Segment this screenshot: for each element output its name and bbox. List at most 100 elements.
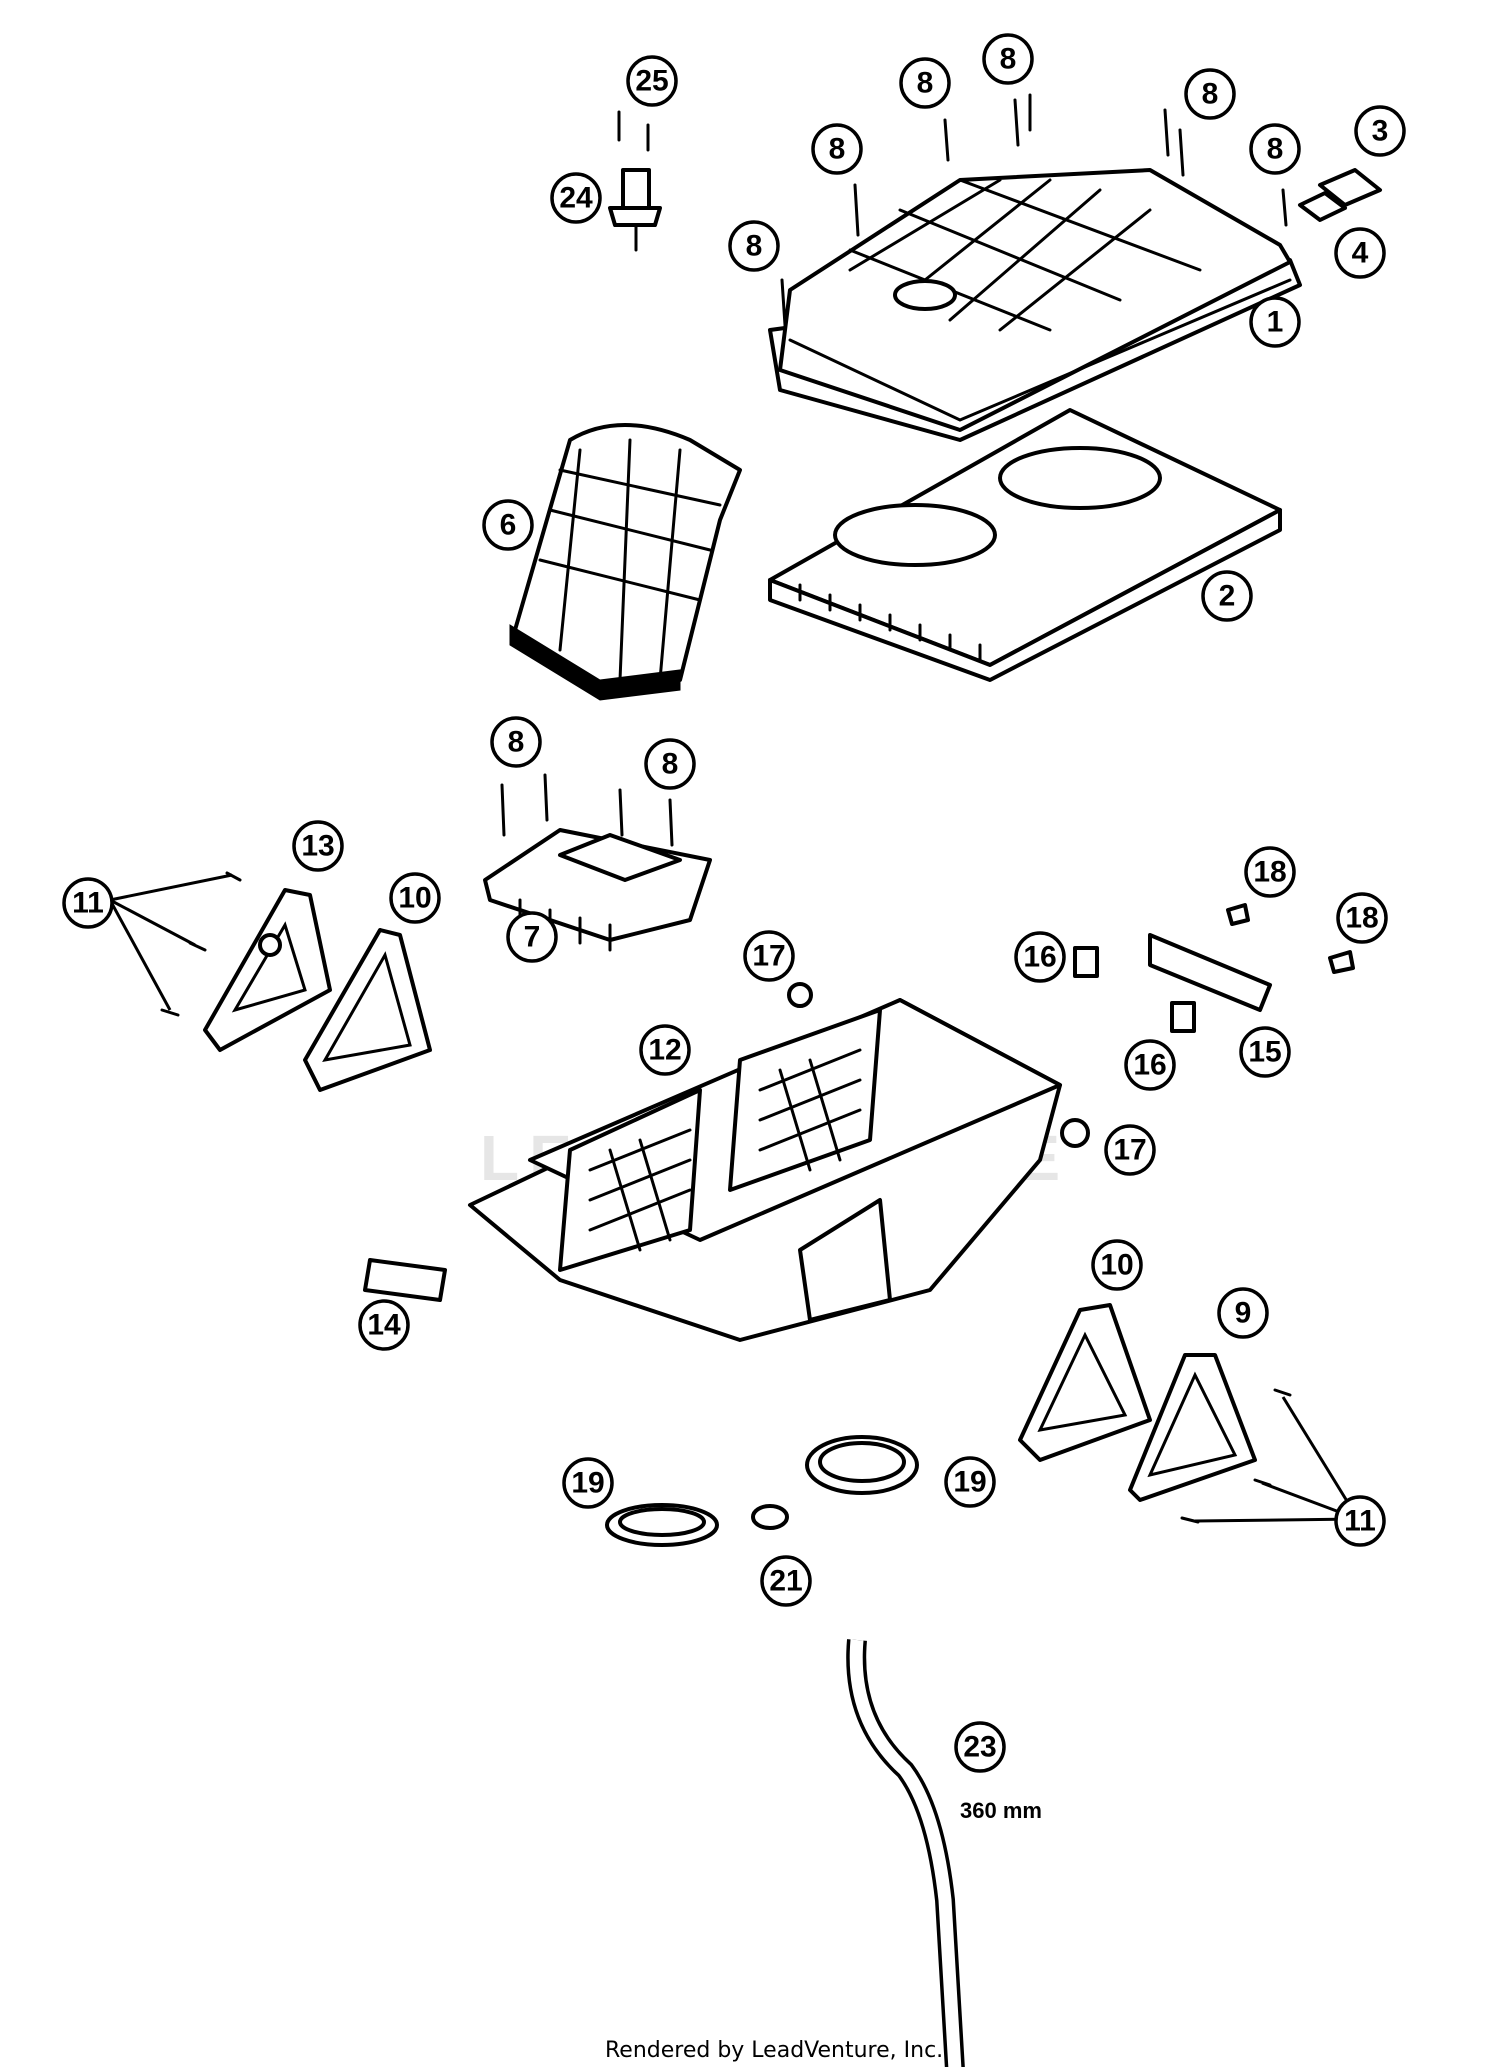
svg-text:17: 17 (752, 940, 785, 973)
callout-21: 21 (760, 1555, 812, 1607)
callout-8h: 8 (644, 738, 696, 790)
svg-text:8: 8 (829, 133, 846, 166)
carb-flange (483, 828, 712, 952)
leader-lines (108, 873, 1360, 1523)
callout-18b: 18 (1336, 892, 1388, 944)
screws-11 (160, 871, 1292, 1524)
callout-15: 15 (1239, 1026, 1291, 1078)
gasket-left (303, 928, 432, 1092)
callout-2: 2 (1201, 570, 1253, 622)
svg-text:8: 8 (746, 230, 763, 263)
callout-6: 6 (482, 499, 534, 551)
air-filter (768, 408, 1282, 682)
callout-18a: 18 (1244, 846, 1296, 898)
svg-text:16: 16 (1133, 1049, 1166, 1082)
callout-16b: 16 (1124, 1039, 1176, 1091)
airbox-housing (468, 998, 1062, 1342)
callout-8b: 8 (811, 123, 863, 175)
callout-3: 3 (1354, 105, 1406, 157)
svg-text:10: 10 (1100, 1249, 1133, 1282)
callout-10b: 10 (1091, 1239, 1143, 1291)
svg-text:9: 9 (1235, 1297, 1252, 1330)
svg-text:6: 6 (500, 509, 517, 542)
svg-text:19: 19 (953, 1466, 986, 1499)
callout-23: 23 (954, 1721, 1006, 1773)
gasket-right (1018, 1303, 1152, 1462)
callout-8f: 8 (1249, 123, 1301, 175)
svg-text:17: 17 (1113, 1134, 1146, 1167)
airbox-cover (768, 168, 1302, 442)
callout-17a: 17 (743, 930, 795, 982)
svg-text:1: 1 (1267, 306, 1284, 339)
callout-11b: 11 (1334, 1495, 1386, 1547)
svg-text:23: 23 (963, 1731, 996, 1764)
bracket-15 (1148, 933, 1272, 1012)
callout-19b: 19 (944, 1456, 996, 1508)
callout-25: 25 (626, 55, 678, 107)
svg-text:14: 14 (367, 1309, 401, 1342)
screws-8 (500, 93, 1288, 847)
side-cover-left (203, 888, 332, 1052)
grommet-17b (1060, 1118, 1090, 1148)
footer-credit: Rendered by LeadVenture, Inc. (605, 2038, 943, 2063)
svg-text:2: 2 (1219, 580, 1236, 613)
callout-14: 14 (358, 1299, 410, 1351)
callout-9: 9 (1217, 1287, 1269, 1339)
svg-text:19: 19 (571, 1467, 604, 1500)
seal-19-left (605, 1503, 719, 1547)
callout-11a: 11 (62, 877, 114, 929)
grommet-17a (787, 982, 813, 1008)
svg-text:8: 8 (1000, 43, 1017, 76)
gasket-4 (1298, 191, 1347, 222)
svg-text:15: 15 (1248, 1036, 1281, 1069)
callout-4: 4 (1334, 227, 1386, 279)
callout-8c: 8 (899, 57, 951, 109)
svg-text:8: 8 (662, 748, 679, 781)
svg-text:13: 13 (301, 830, 334, 863)
svg-text:8: 8 (1202, 78, 1219, 111)
screw-18b (1328, 950, 1355, 974)
svg-text:18: 18 (1345, 902, 1378, 935)
svg-text:24: 24 (559, 182, 593, 215)
svg-text:12: 12 (648, 1034, 681, 1067)
callout-7: 7 (506, 911, 558, 963)
cap-3 (1318, 168, 1382, 207)
callout-10a: 10 (389, 872, 441, 924)
callout-8g: 8 (490, 716, 542, 768)
nut-16a (1073, 946, 1099, 978)
svg-text:16: 16 (1023, 941, 1056, 974)
svg-text:11: 11 (1344, 1505, 1376, 1538)
svg-text:8: 8 (917, 67, 934, 100)
callout-17b: 17 (1104, 1124, 1156, 1176)
hose-length-label: 360 mm (960, 1798, 1042, 1823)
svg-text:18: 18 (1253, 856, 1286, 889)
nut-16b (1170, 1001, 1196, 1033)
clip-14 (363, 1258, 447, 1302)
callout-8e: 8 (1184, 68, 1236, 120)
sensor-24 (608, 168, 662, 252)
callout-16a: 16 (1014, 931, 1066, 983)
svg-text:21: 21 (769, 1565, 802, 1598)
svg-text:8: 8 (508, 726, 525, 759)
callout-19a: 19 (562, 1457, 614, 1509)
callout-1: 1 (1249, 296, 1301, 348)
callout-12: 12 (639, 1024, 691, 1076)
seal-19-right (805, 1435, 919, 1495)
callout-24: 24 (550, 172, 602, 224)
screw-18a (1226, 903, 1250, 926)
callout-13: 13 (292, 820, 344, 872)
svg-text:7: 7 (524, 921, 541, 954)
callout-8d: 8 (982, 33, 1034, 85)
side-cover-right (1128, 1353, 1257, 1502)
screws-25 (617, 110, 650, 152)
intake-boot (509, 423, 742, 701)
svg-text:25: 25 (635, 65, 668, 98)
nut-21 (751, 1504, 789, 1530)
callout-8a: 8 (728, 220, 780, 272)
svg-text:4: 4 (1352, 237, 1369, 270)
svg-text:8: 8 (1267, 133, 1284, 166)
svg-text:11: 11 (72, 887, 104, 920)
svg-text:3: 3 (1372, 115, 1389, 148)
svg-text:10: 10 (398, 882, 431, 915)
